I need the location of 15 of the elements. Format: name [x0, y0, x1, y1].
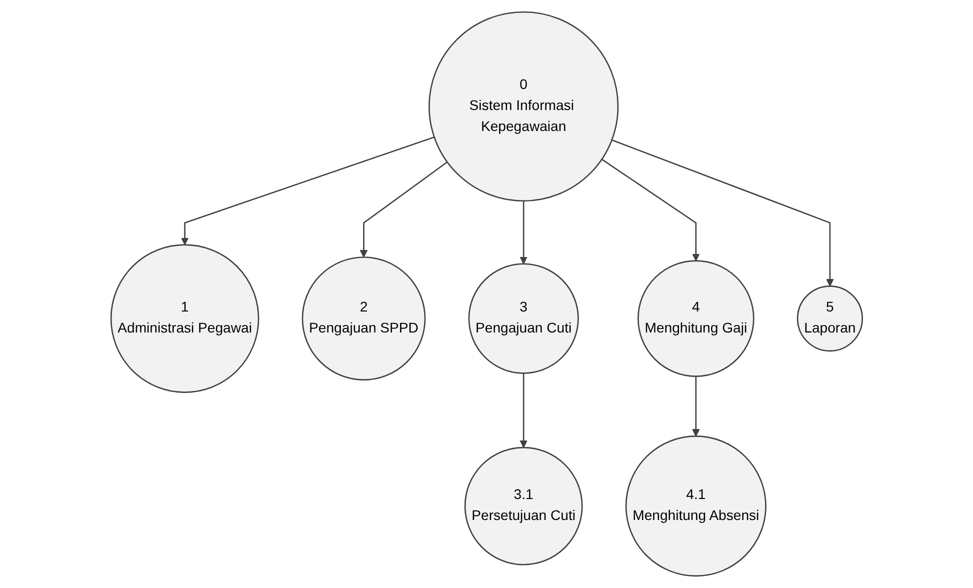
arrow — [611, 139, 834, 287]
node-circle: 2 Pengajuan SPPD — [302, 256, 426, 380]
arrow — [360, 161, 448, 258]
node-circle: 3.1 Persetujuan Cuti — [464, 446, 583, 566]
node-circle: 0 Sistem Informasi Kepegawaian — [428, 11, 618, 202]
arrow — [692, 376, 700, 437]
node-circle: 3 Pengajuan Cuti — [468, 263, 579, 374]
arrow — [601, 158, 700, 262]
node-circle: 4.1 Menghitung Absensi — [625, 436, 766, 577]
arrow — [520, 200, 528, 264]
node-circle: 4 Menghitung Gaji — [637, 260, 754, 377]
node-circle: 1 Administrasi Pegawai — [110, 244, 260, 393]
arrow — [520, 373, 528, 448]
node-circle: 5 Laporan — [796, 286, 863, 352]
arrow — [180, 136, 434, 246]
